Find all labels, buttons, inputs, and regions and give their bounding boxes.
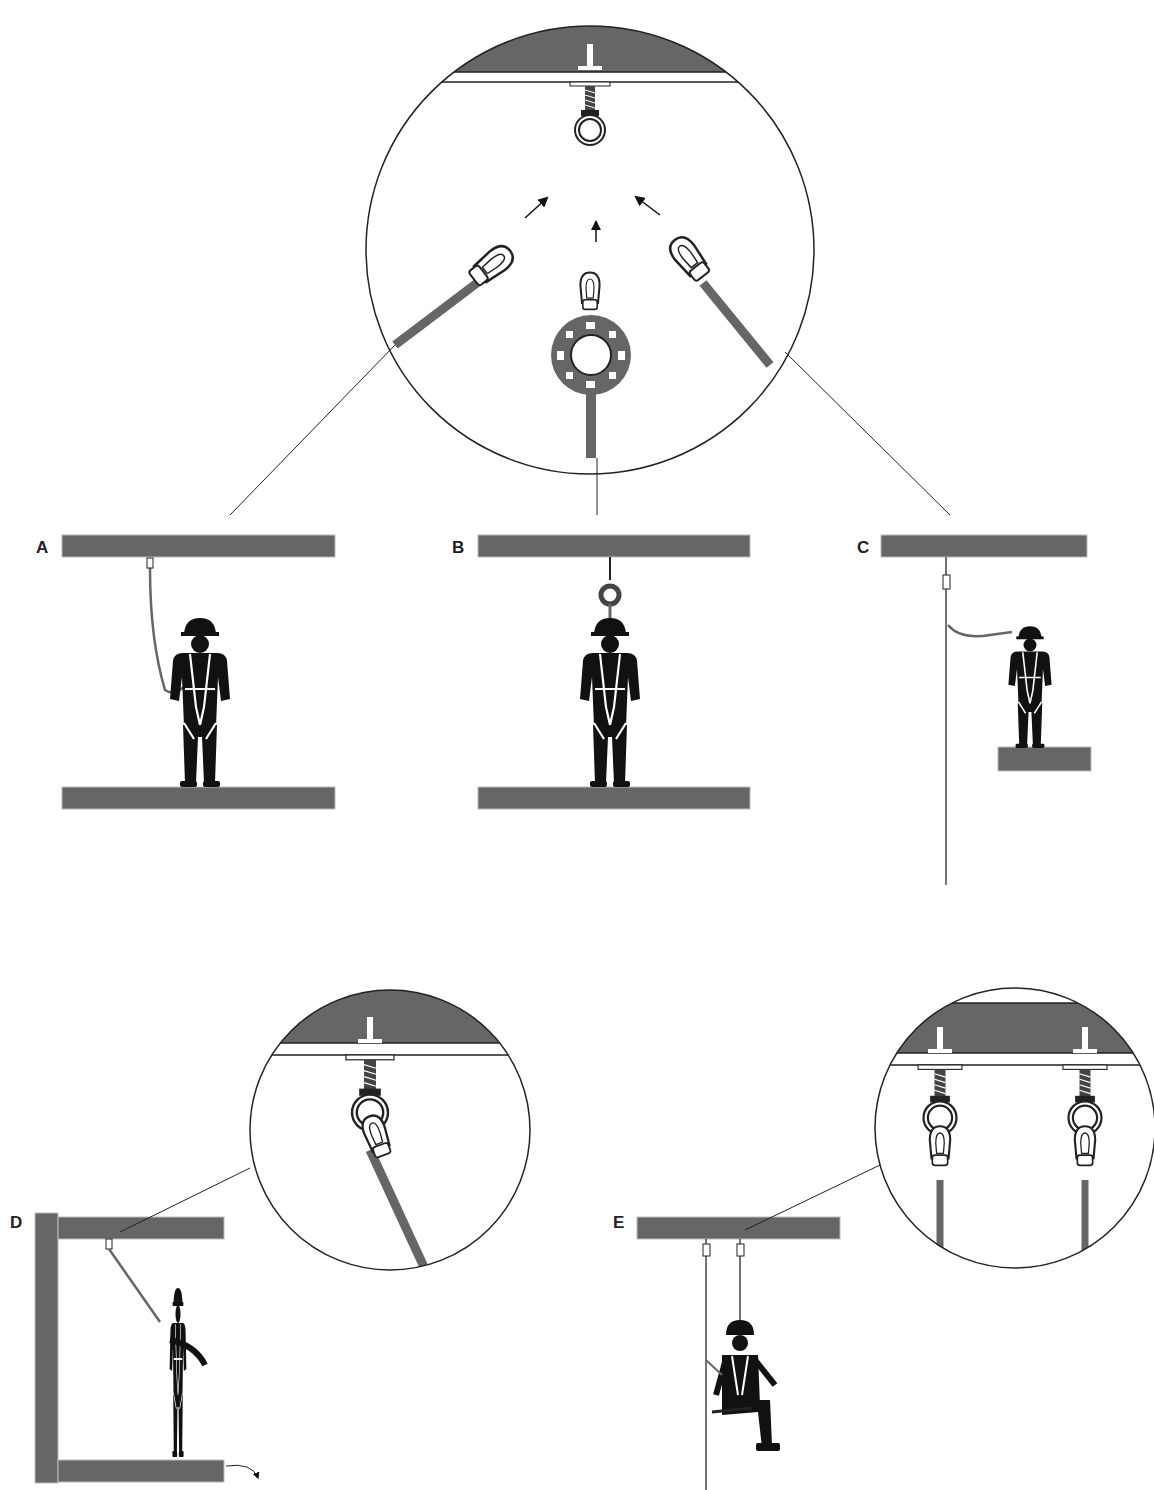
panel-letter: E	[613, 1214, 624, 1231]
seated-worker	[706, 1320, 780, 1451]
panel-letter: C	[857, 539, 869, 556]
panel-letter: D	[10, 1214, 22, 1231]
panel-letter: B	[452, 539, 464, 556]
panel-letter: A	[36, 539, 48, 556]
